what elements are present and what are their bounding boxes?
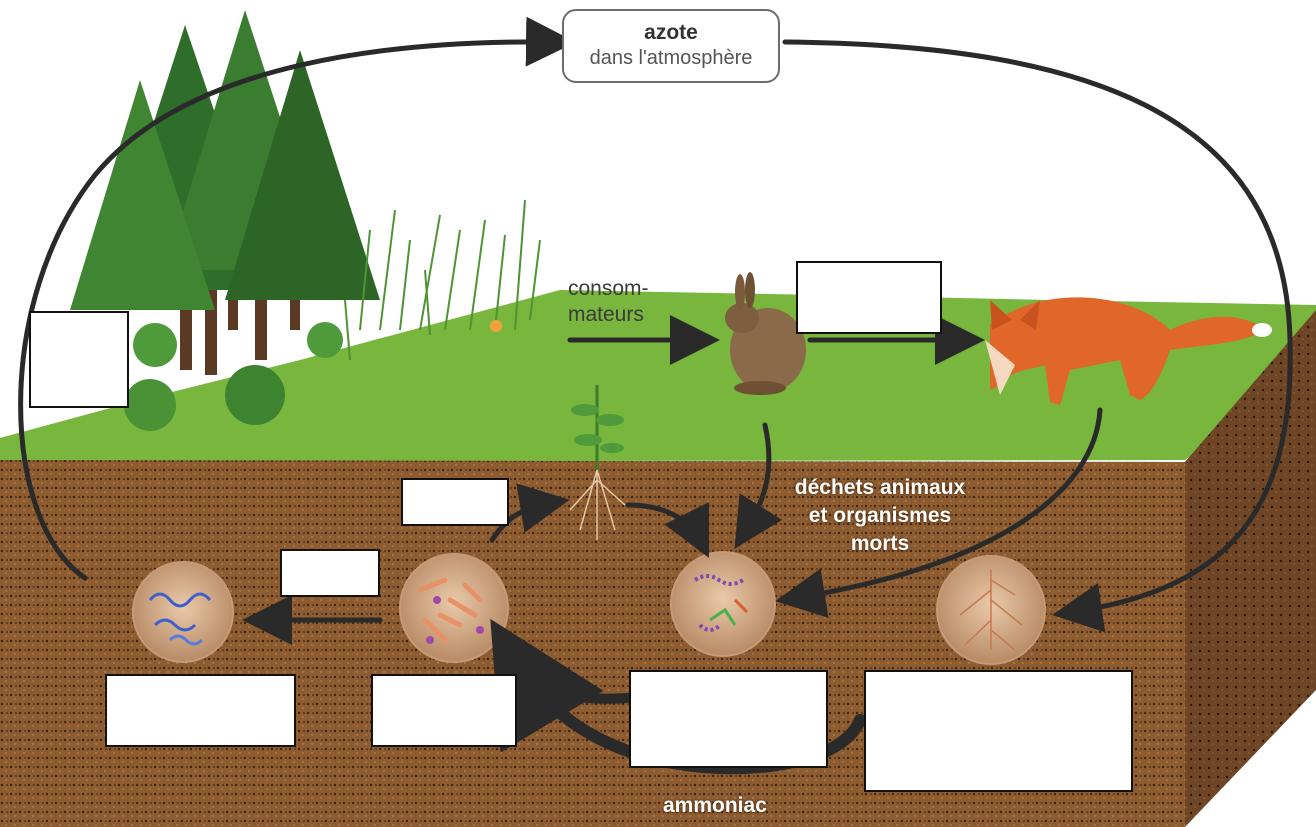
blank-box-denitrification[interactable] (864, 670, 1133, 792)
bacteria-circle-nitrite (400, 554, 508, 662)
blank-box-nitrification[interactable] (280, 549, 380, 597)
atmosphere-title: azote (564, 21, 778, 45)
blank-box-decomposers[interactable] (629, 670, 828, 768)
blank-box-predation[interactable] (796, 261, 942, 334)
consumers-label: consom- mateurs (568, 276, 649, 328)
blank-box-nitrogen-fixation[interactable] (29, 311, 129, 408)
bacteria-circle-nitrifying (133, 562, 233, 662)
waste-label: déchets animaux et organismes morts (762, 474, 998, 558)
butterfly (490, 320, 502, 332)
waste-label-line2: et organismes (762, 502, 998, 530)
waste-label-line3: morts (762, 530, 998, 558)
blank-box-nitrates[interactable] (105, 674, 296, 747)
bacteria-circle-denitrifying (937, 556, 1045, 664)
blank-box-absorption[interactable] (401, 478, 509, 526)
atmosphere-nitrogen-box: azote dans l'atmosphère (562, 9, 780, 83)
consumers-label-line2: mateurs (568, 302, 649, 328)
atmosphere-subtitle: dans l'atmosphère (564, 47, 778, 70)
waste-label-line1: déchets animaux (762, 474, 998, 502)
bacteria-circle-decomposers (671, 552, 775, 656)
ammonia-label: ammoniac (663, 794, 767, 818)
consumers-label-line1: consom- (568, 276, 649, 302)
blank-box-nitrites[interactable] (371, 674, 517, 747)
